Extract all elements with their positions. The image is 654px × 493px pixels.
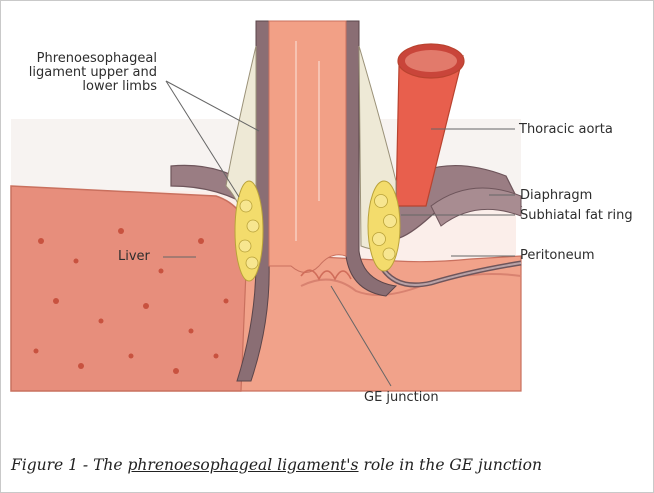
label-phrenoesophageal-ligament: Phrenoesophageal ligament upper and lowe…	[7, 52, 157, 94]
label-thoracic-aorta: Thoracic aorta	[519, 123, 613, 137]
label-subhiatal-fat-ring: Subhiatal fat ring	[520, 209, 633, 223]
label-ge-junction: GE junction	[364, 391, 439, 405]
label-liver: Liver	[118, 250, 150, 264]
subhiatal-fat-ring-left	[235, 181, 263, 281]
liver	[11, 186, 266, 391]
label-peritoneum: Peritoneum	[520, 249, 595, 263]
subhiatal-fat-ring-right	[368, 181, 400, 271]
figure-caption: Figure 1 - The phrenoesophageal ligament…	[11, 456, 542, 474]
esophagus	[269, 21, 346, 273]
caption-underlined: phrenoesophageal ligament's	[128, 456, 359, 474]
caption-prefix: Figure 1 - The	[11, 456, 128, 474]
caption-suffix: role in the GE junction	[359, 456, 542, 474]
label-diaphragm: Diaphragm	[520, 189, 592, 203]
